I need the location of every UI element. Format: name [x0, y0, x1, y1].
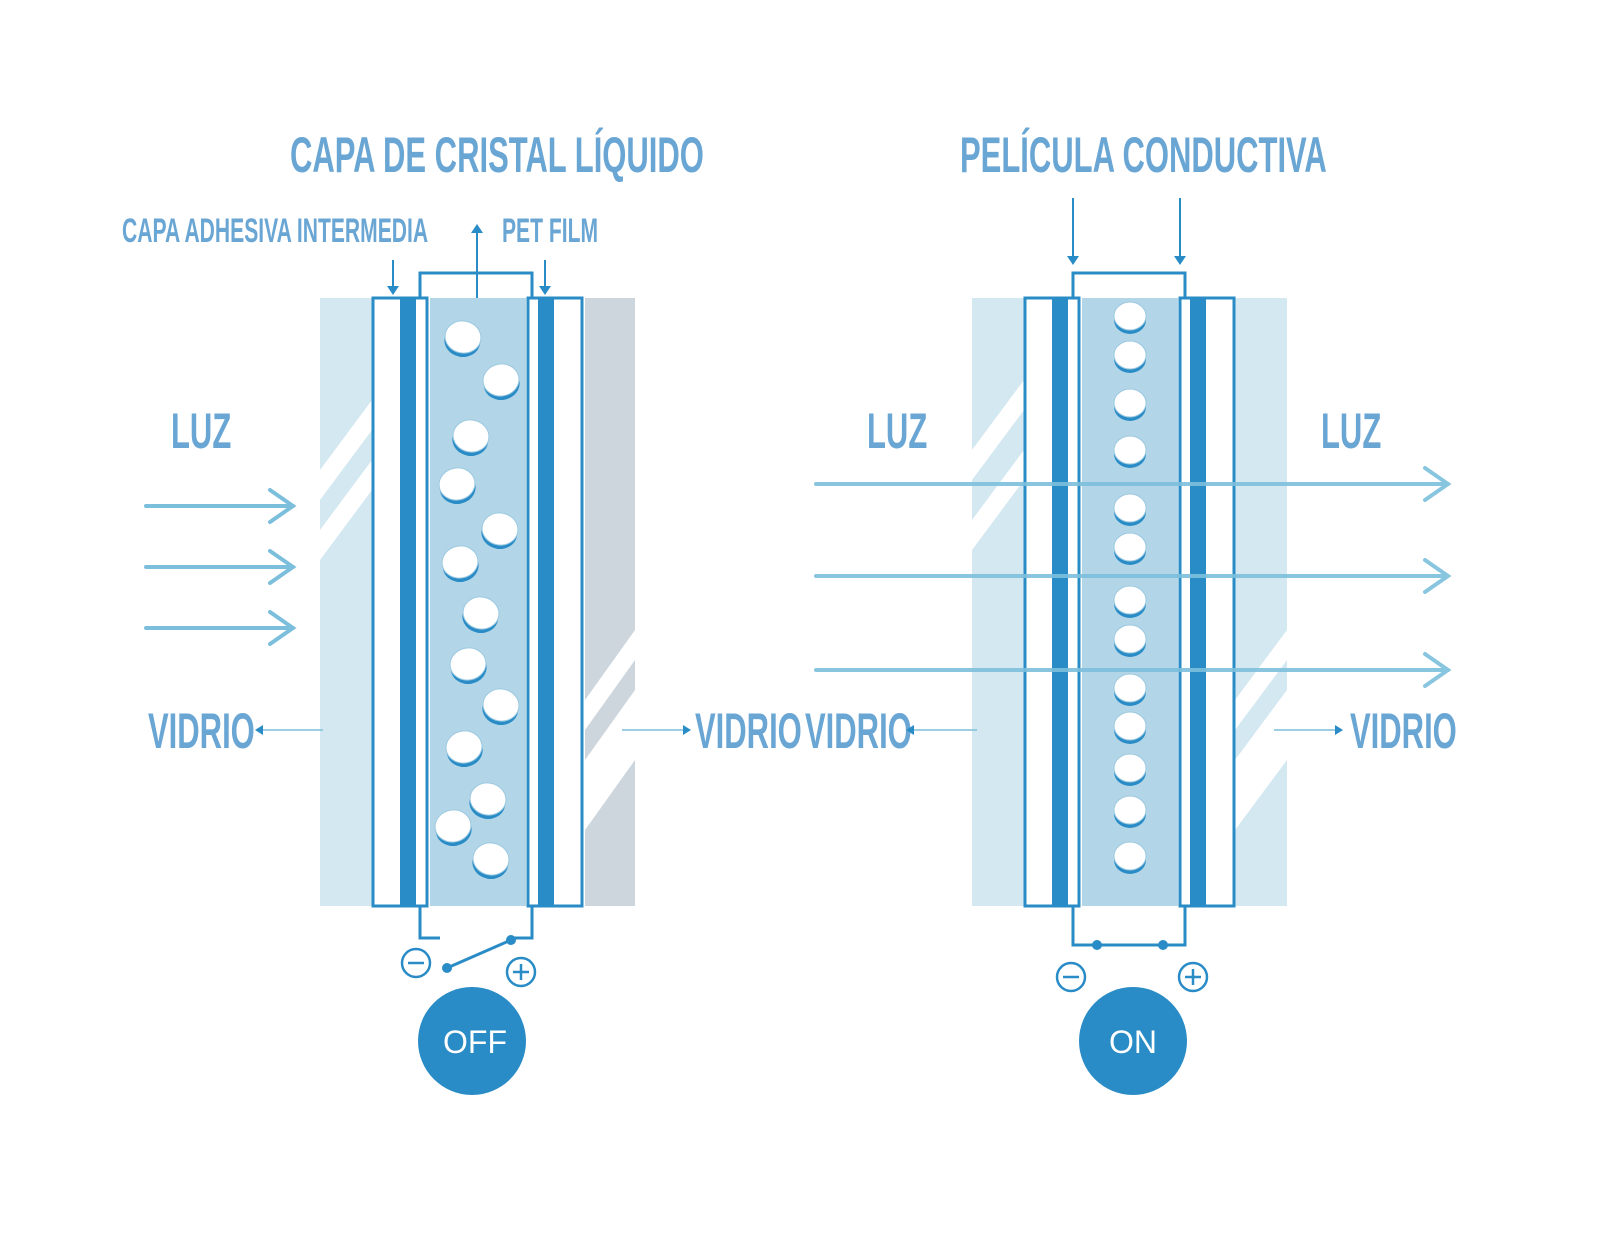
- glass-pointer-arrow-icon: [255, 725, 263, 735]
- off-panel-title: CAPA DE CRISTAL LÍQUIDO: [290, 127, 704, 183]
- lc-particle: [441, 545, 479, 583]
- lc-particle: [1113, 532, 1147, 565]
- lc-particle: [1113, 301, 1147, 334]
- pet-pointer-arrow-icon: [539, 286, 551, 295]
- off-state-label: OFF: [443, 1024, 507, 1060]
- on-panel-title: PELÍCULA CONDUCTIVA: [960, 127, 1327, 183]
- lc-particle: [482, 688, 520, 726]
- conductive-pointer-arrow-icon: [1067, 256, 1079, 265]
- on-right-pet-film: [1178, 296, 1236, 908]
- off-right-pet-film: [526, 296, 584, 908]
- on-glass-right-label: VIDRIO: [1350, 703, 1457, 759]
- off-right-conductive-film: [538, 298, 554, 906]
- on-light-arrows: [814, 466, 1452, 688]
- lc-particle: [472, 842, 510, 880]
- on-light-out-label: LUZ: [1321, 403, 1382, 459]
- lc-particle: [469, 782, 507, 820]
- on-panel: ON: [814, 198, 1452, 1095]
- on-left-conductive-film: [1052, 298, 1068, 906]
- light-arrow-icon: [144, 549, 297, 585]
- lc-particle: [1113, 795, 1147, 828]
- off-lc-particles: [434, 320, 520, 880]
- off-light-arrows: [144, 488, 297, 646]
- lc-particle: [462, 596, 500, 634]
- minus-terminal-icon: [400, 947, 432, 979]
- off-left-conductive-film: [400, 298, 416, 906]
- lc-particle: [1113, 753, 1147, 786]
- lc-particle: [1113, 711, 1147, 744]
- lc-particle: [1113, 585, 1147, 618]
- off-state-button[interactable]: OFF: [418, 987, 526, 1095]
- lc-particle: [1113, 673, 1147, 706]
- glass-pointer-arrow-icon: [683, 725, 691, 735]
- lc-particle: [482, 363, 520, 401]
- lc-particle: [434, 809, 472, 847]
- minus-terminal-icon: [1055, 961, 1087, 993]
- conductive-pointer-arrow-icon: [1174, 256, 1186, 265]
- on-state-label: ON: [1109, 1024, 1157, 1060]
- glass-pointer-arrow-icon: [1335, 725, 1343, 735]
- on-glass-left: [972, 298, 1024, 906]
- off-glass-right-label: VIDRIO: [695, 703, 802, 759]
- lc-pointer-arrow-icon: [471, 224, 483, 233]
- off-panel: OFF: [144, 224, 691, 1095]
- glass-pointer-arrow-icon: [906, 725, 914, 735]
- on-top-bracket: [1071, 271, 1187, 298]
- lc-particle: [445, 730, 483, 768]
- lc-particle: [452, 419, 490, 457]
- lc-particle: [1113, 388, 1147, 421]
- adhesive-pointer-arrow-icon: [387, 286, 399, 295]
- lc-particle: [1113, 624, 1147, 657]
- lc-particle: [449, 647, 487, 685]
- lc-particle: [444, 320, 482, 358]
- plus-terminal-icon: [1177, 961, 1209, 993]
- on-glass-right: [1235, 298, 1287, 906]
- light-arrow-icon: [814, 466, 1452, 502]
- on-state-button[interactable]: ON: [1079, 987, 1187, 1095]
- adhesive-layer-label: CAPA ADHESIVA INTERMEDIA: [122, 212, 429, 250]
- lc-particle: [1113, 493, 1147, 526]
- on-glass-left-label: VIDRIO: [805, 703, 912, 759]
- light-arrow-icon: [144, 488, 297, 524]
- off-glass-right: [585, 298, 635, 906]
- off-glass-left-label: VIDRIO: [148, 703, 255, 759]
- lc-particle: [481, 512, 519, 550]
- off-light-label: LUZ: [171, 403, 232, 459]
- off-glass-left: [320, 298, 372, 906]
- plus-terminal-icon: [505, 956, 537, 988]
- pet-film-label: PET FILM: [502, 212, 599, 250]
- lc-particle: [1113, 841, 1147, 874]
- light-arrow-icon: [814, 652, 1452, 688]
- lc-particle: [1113, 435, 1147, 468]
- off-open-switch: [446, 938, 512, 970]
- on-lc-particles: [1113, 301, 1147, 874]
- light-arrow-icon: [814, 558, 1452, 594]
- on-light-in-label: LUZ: [867, 403, 928, 459]
- lc-particle: [438, 467, 476, 505]
- on-closed-circuit: [1071, 906, 1187, 947]
- on-right-conductive-film: [1190, 298, 1206, 906]
- lc-particle: [1113, 340, 1147, 373]
- light-arrow-icon: [144, 610, 297, 646]
